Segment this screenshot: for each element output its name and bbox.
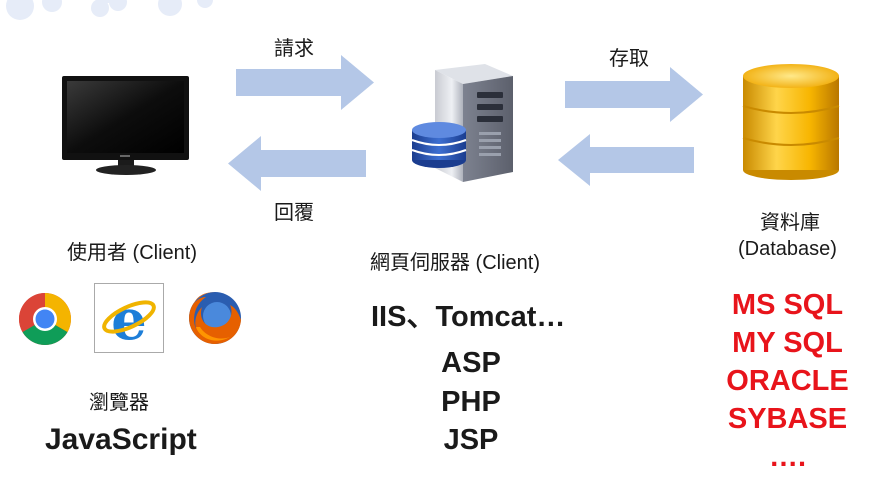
language-php: PHP (441, 385, 501, 418)
db-product-oracle: ORACLE (726, 365, 849, 397)
server-languages: ASP PHP JSP (400, 344, 542, 460)
decorative-flower-pattern (6, 0, 213, 20)
language-jsp: JSP (443, 424, 499, 456)
database-subtitle: (Database) (738, 238, 837, 260)
arrow-access-right (565, 67, 703, 122)
internet-explorer-icon-frame (94, 283, 164, 353)
arrow-label-request: 請求 (274, 38, 314, 60)
language-asp: ASP (441, 347, 501, 379)
db-product-more: …. (768, 441, 807, 473)
database-icon (742, 64, 840, 180)
firefox-icon (189, 292, 241, 344)
server-title: 網頁伺服器 (Client) (370, 252, 541, 274)
arrow-access-left (558, 134, 694, 186)
client-script: JavaScript (45, 423, 197, 456)
arrow-reply-left (228, 136, 366, 191)
db-product-mysql: MY SQL (732, 327, 843, 359)
server-list: IIS、Tomcat… (371, 301, 566, 333)
monitor-icon (62, 76, 189, 175)
internet-explorer-icon: e (102, 287, 156, 347)
arrow-label-access: 存取 (609, 48, 649, 70)
chrome-icon (19, 293, 71, 345)
db-product-sybase: SYBASE (727, 403, 848, 435)
browser-label: 瀏覽器 (89, 392, 149, 414)
client-title: 使用者 (Client) (67, 242, 198, 264)
web-server-icon (411, 64, 513, 182)
db-product-mssql: MS SQL (731, 289, 844, 321)
arrow-label-reply: 回覆 (274, 202, 314, 224)
database-products: MS SQL MY SQL ORACLE SYBASE …. (705, 286, 870, 476)
database-title: 資料庫 (760, 212, 820, 234)
svg-text:e: e (111, 287, 147, 347)
arrow-request-right (236, 55, 374, 110)
